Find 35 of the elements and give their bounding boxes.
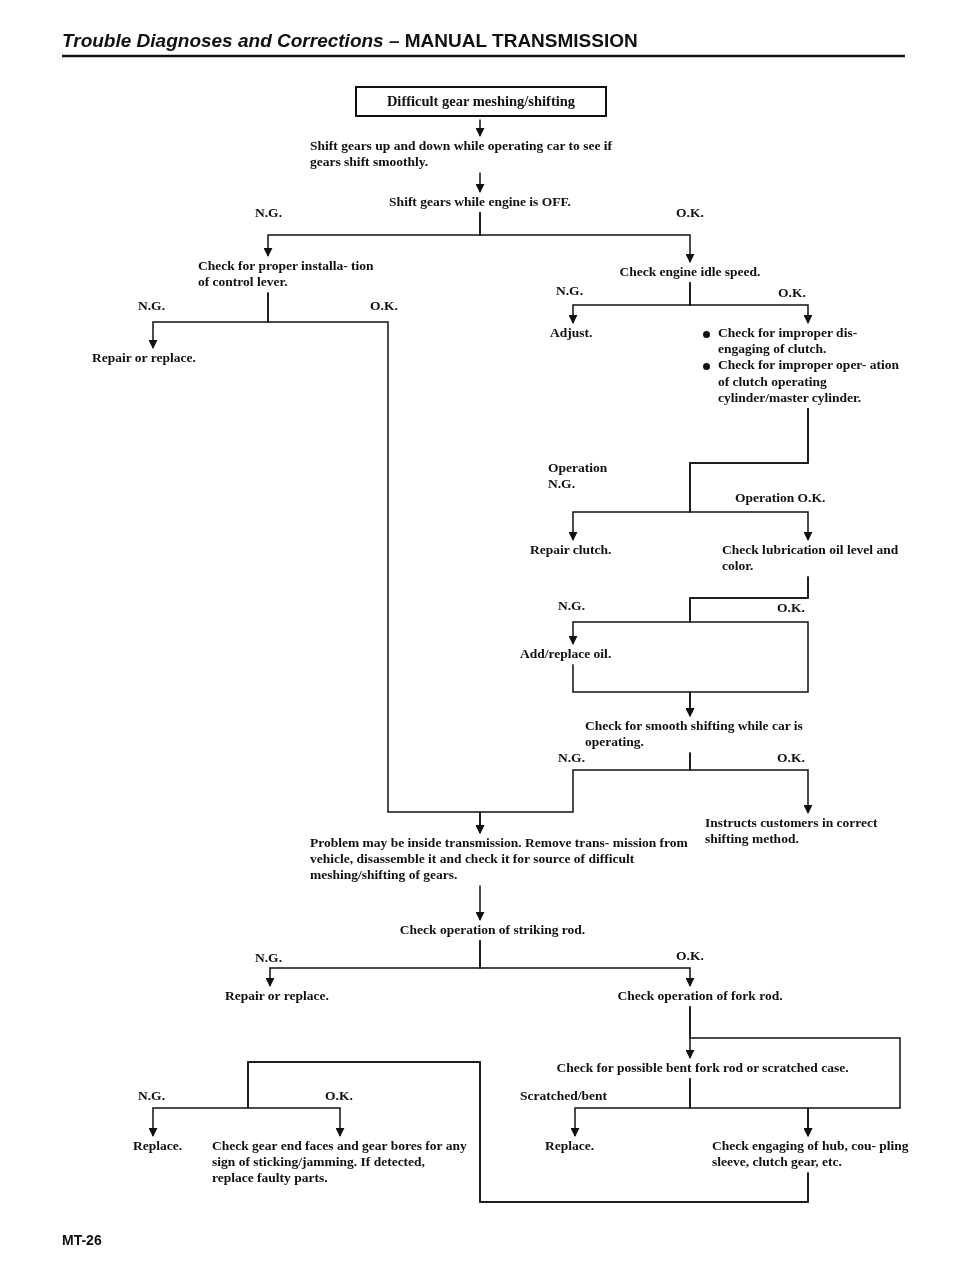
step-text: Problem may be inside transmission. Remove trans- mission from vehicle, disassemble it and check it for source of difficult meshing/shifting of gears. <box>310 835 705 884</box>
step-text: Check operation of striking rod. <box>380 922 605 939</box>
step-text: Check for smooth shifting while car is operating. <box>585 718 815 751</box>
step-text: Check lubrication oil level and color. <box>722 542 912 575</box>
bullet-item: Check for improper oper- ation of clutch operating cylinder/master cylinder. <box>700 357 905 406</box>
arrow <box>689 281 813 324</box>
step-text: Instructs customers in correct shifting method. <box>705 815 915 848</box>
step-text: Repair or replace. <box>92 350 222 367</box>
page-number: MT-26 <box>62 1232 102 1249</box>
step-text: Adjust. <box>550 325 610 342</box>
step-text: Check operation of fork rod. <box>600 988 800 1005</box>
arrow <box>479 939 695 987</box>
step-text: Add/replace oil. <box>520 646 640 663</box>
step-text: Check for possible bent fork rod or scratched case. <box>525 1060 880 1077</box>
arrow <box>475 171 485 193</box>
arrow <box>479 211 695 263</box>
step-text: Check gear end faces and gear bores for any sign of sticking/jamming. If detected, replace faulty parts. <box>212 1138 467 1187</box>
step-text: Shift gears while engine is OFF. <box>360 194 600 211</box>
step-text: Check for proper installa- tion of control lever. <box>198 258 378 291</box>
bullet-item: Check for improper dis- engaging of clutch. <box>700 325 905 358</box>
step-text: Shift gears up and down while operating car to see if gears shift smoothly. <box>310 138 635 171</box>
arrow <box>475 118 485 137</box>
arrow <box>689 751 813 814</box>
arrow <box>689 1077 813 1137</box>
arrow <box>475 884 485 921</box>
step-text: Repair clutch. <box>530 542 640 559</box>
arrow <box>689 407 813 541</box>
arrow <box>572 663 695 717</box>
step-text: Check engine idle speed. <box>600 264 780 281</box>
page-heading: Trouble Diagnoses and Corrections – MANUAL TRANSMISSION <box>62 30 638 53</box>
step-text: Repair or replace. <box>225 988 355 1005</box>
step-text: Replace. <box>545 1138 615 1155</box>
step-text: Replace. <box>133 1138 198 1155</box>
start-box: Difficult gear meshing/shifting <box>355 86 607 118</box>
step-text: Check engaging of hub, cou- pling sleeve, clutch gear, etc. <box>712 1138 917 1171</box>
